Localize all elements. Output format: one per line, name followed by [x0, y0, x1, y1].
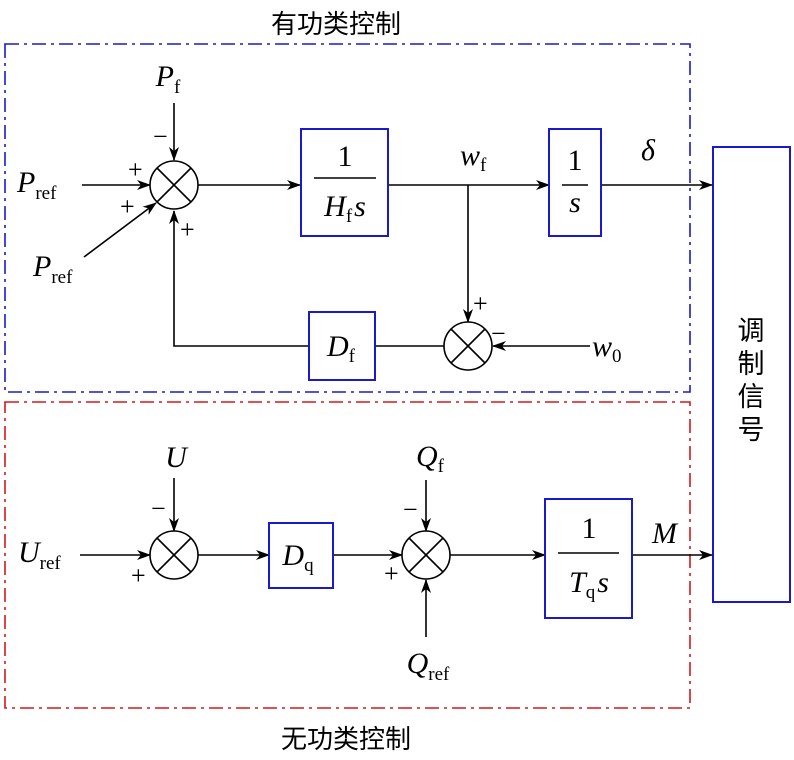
inertia-numerator: 1: [338, 140, 353, 173]
summing-junction-speed: [443, 321, 493, 371]
w0-label: w0: [592, 330, 622, 367]
sign-plus-dq: +: [384, 559, 399, 588]
dq-gain-block: [268, 522, 334, 589]
summing-junction-voltage: [149, 530, 199, 580]
reactive-control-title: 无功类控制: [281, 725, 411, 755]
damping-label: Df: [326, 330, 356, 367]
summing-junction-reactive: [401, 530, 451, 580]
u-label: U: [165, 441, 189, 474]
inertia-integrator-block: [300, 128, 389, 237]
wf-label: wf: [460, 139, 487, 176]
integrator-block: [548, 128, 602, 237]
sign-plus-pref1: +: [128, 155, 143, 184]
modulation-char-4: 号: [738, 415, 765, 446]
pref2-label: Pref: [32, 250, 73, 288]
inertia-denominator: Hfs: [323, 190, 366, 227]
sign-plus-feedback: +: [180, 215, 195, 244]
modulation-char-2: 制: [738, 349, 765, 380]
delta-label: δ: [641, 134, 656, 167]
sign-minus-w0: −: [491, 319, 506, 348]
sign-minus-u: −: [151, 494, 166, 523]
integrator-denominator: s: [569, 186, 581, 219]
tq-denominator: Tqs: [569, 566, 609, 603]
sign-minus-qf: −: [403, 495, 418, 524]
modulation-signal-block: [712, 146, 791, 603]
tq-numerator: 1: [582, 512, 597, 545]
damping-block: [308, 311, 376, 381]
integrator-numerator: 1: [568, 144, 583, 177]
pf-label: Pf: [155, 60, 181, 98]
active-power-frame: [4, 43, 691, 393]
pref1-label: Pref: [16, 166, 57, 204]
modulation-char-1: 调: [738, 316, 765, 347]
tq-integrator-block: [544, 498, 633, 619]
uref-label: Uref: [18, 536, 61, 574]
dq-label: Dq: [281, 539, 314, 576]
summing-junction-active: [149, 160, 199, 210]
sign-minus-pf: −: [153, 122, 168, 151]
damping-feedback: [169, 210, 309, 347]
qref-label: Qref: [407, 647, 450, 685]
m-label: M: [651, 517, 679, 550]
qf-label: Qf: [416, 440, 445, 477]
sign-plus-pref2: +: [120, 192, 135, 221]
pref2-arrow: [83, 202, 157, 258]
modulation-char-3: 信: [738, 382, 765, 413]
sign-plus-uref: +: [131, 561, 146, 590]
active-control-title: 有功类控制: [271, 10, 401, 40]
sign-plus-wf: +: [473, 289, 488, 318]
